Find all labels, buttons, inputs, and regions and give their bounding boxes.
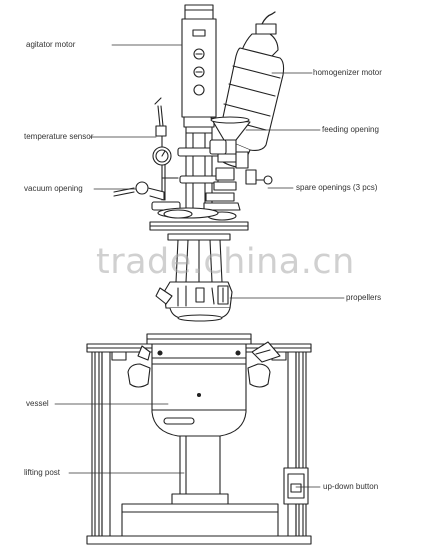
temperature-sensor [152, 97, 179, 201]
leader-lines [54, 44, 345, 488]
watermark-text: trade.china.cn [96, 242, 355, 282]
label-temperature-sensor: temperature sensor [24, 132, 94, 141]
up-down-button [283, 467, 309, 505]
vacuum-opening [113, 181, 181, 211]
label-agitator-motor: agitator motor [26, 40, 76, 49]
label-lifting-post: lifting post [24, 468, 61, 477]
label-homogenizer-motor: homogenizer motor [313, 68, 382, 77]
label-spare-openings: spare openings (3 pcs) [296, 183, 378, 192]
label-up-down-button: up-down button [323, 482, 379, 491]
propellers [155, 233, 233, 322]
feeding-opening [210, 116, 251, 163]
vessel [146, 333, 252, 437]
reactor-lid [149, 207, 249, 231]
label-vessel: vessel [26, 399, 49, 408]
lifting-post [121, 435, 279, 537]
agitator-motor [181, 4, 217, 134]
spare-openings [203, 139, 273, 221]
label-propellers: propellers [346, 293, 382, 302]
vessel-clamps [127, 341, 281, 388]
label-vacuum-opening: vacuum opening [24, 184, 83, 193]
label-feeding-opening: feeding opening [322, 125, 379, 134]
